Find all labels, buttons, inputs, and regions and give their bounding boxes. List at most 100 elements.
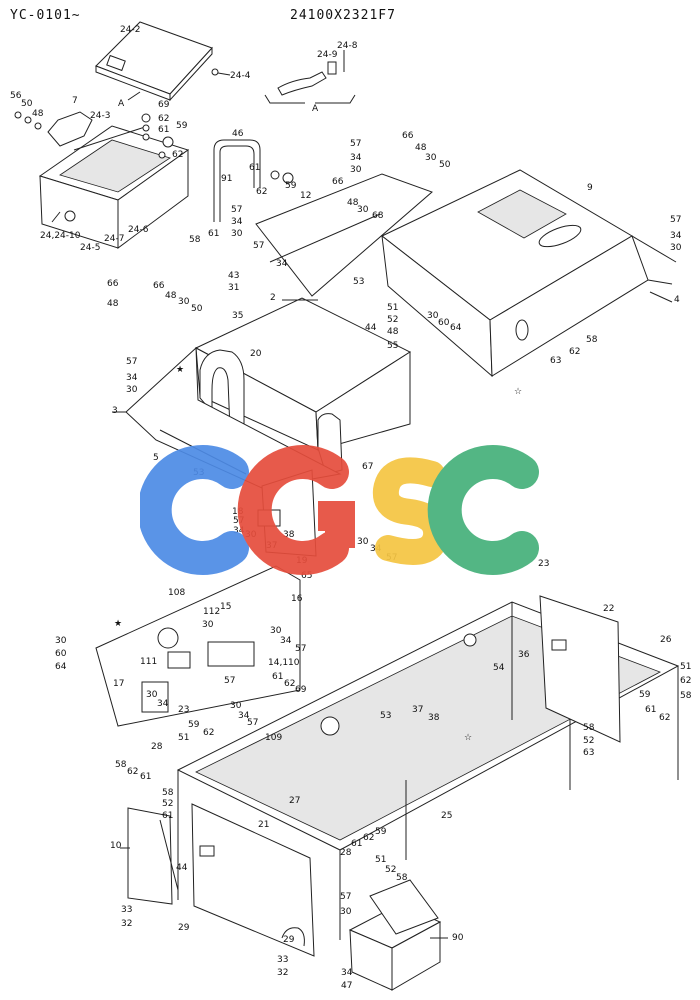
part-callout: 66 <box>107 279 119 289</box>
part-callout: 32 <box>121 919 132 929</box>
part-callout: 34 <box>276 259 288 269</box>
part-callout: 22 <box>603 604 614 614</box>
part-callout: 108 <box>168 588 185 598</box>
part-callout: 24-3 <box>90 111 110 121</box>
part-callout: 14,110 <box>268 658 300 668</box>
part-callout: 61 <box>645 705 656 715</box>
part-callout: 67 <box>362 462 373 472</box>
part-callout: 50 <box>21 99 33 109</box>
part-callout: 60 <box>55 649 67 659</box>
part-callout: 52 <box>162 799 173 809</box>
part-callout: 30 <box>178 297 190 307</box>
part-callout: 28 <box>340 848 352 858</box>
part-callout: 24-5 <box>80 243 100 253</box>
part-callout: A <box>312 104 319 114</box>
leader-lines <box>112 291 673 939</box>
part-callout: 23 <box>538 559 549 569</box>
part-callout: 30 <box>146 690 158 700</box>
part-callout: 109 <box>265 733 282 743</box>
part-callout: A <box>118 99 125 109</box>
star-marker-filled: ★ <box>114 619 122 629</box>
part-callout: 52 <box>583 736 594 746</box>
part-callout: 60 <box>438 318 450 328</box>
part-callout: 27 <box>289 796 300 806</box>
part-callout: 61 <box>351 839 362 849</box>
part-callout: 57 <box>231 205 242 215</box>
part-callout: 34 <box>233 526 245 536</box>
part-callout: 24-9 <box>317 50 338 60</box>
part-callout: 52 <box>385 865 396 875</box>
part-callout: 58 <box>189 235 201 245</box>
part-callout: 63 <box>583 748 594 758</box>
part-callout: 65 <box>301 571 312 581</box>
part-callout: 12 <box>300 191 311 201</box>
part-callout: 46 <box>232 129 244 139</box>
part-callout: 57 <box>247 718 258 728</box>
part-callout: 111 <box>140 657 157 667</box>
part-callout: 48 <box>347 198 359 208</box>
part-callout: 34 <box>157 699 169 709</box>
part-callout: 64 <box>450 323 462 333</box>
part-callout: 61 <box>158 125 169 135</box>
part-callout: 62 <box>158 114 169 124</box>
part-callout: 58 <box>396 873 408 883</box>
part-callout: 34 <box>238 711 250 721</box>
part-callout: 30 <box>340 907 352 917</box>
watermark-letter-shape <box>427 445 539 575</box>
part-callout: 91 <box>221 174 232 184</box>
part-callout: 47 <box>341 981 352 991</box>
part-callout: 24-4 <box>230 71 251 81</box>
part-callout: 30 <box>270 626 282 636</box>
seat-box-cover-35 <box>194 297 412 475</box>
part-callout: 30 <box>230 701 242 711</box>
part-callout: 90 <box>452 933 464 943</box>
cover-7 <box>47 111 93 147</box>
part-callout: 58 <box>162 788 174 798</box>
part-callout: 61 <box>140 772 151 782</box>
part-callout: 31 <box>228 283 239 293</box>
top-cover-9 <box>381 169 677 378</box>
part-number-label: 24100X2321F7 <box>290 8 396 23</box>
watermark-letter-shape <box>372 457 450 565</box>
part-callout: 52 <box>387 315 398 325</box>
part-callout: 62 <box>203 728 214 738</box>
part-callout: 48 <box>107 299 119 309</box>
part-callout: 48 <box>165 291 177 301</box>
part-callout: 57 <box>224 676 235 686</box>
part-callout: 44 <box>365 323 377 333</box>
part-callout: 30 <box>126 385 138 395</box>
part-callout: 36 <box>518 650 530 660</box>
part-callout: 112 <box>203 607 220 617</box>
part-callout: 62 <box>172 150 183 160</box>
part-callout: 59 <box>375 827 387 837</box>
part-callout: 30 <box>231 229 243 239</box>
part-callout: 58 <box>680 691 692 701</box>
part-callout: 57 <box>670 215 681 225</box>
part-callout: 4 <box>674 295 680 305</box>
part-callout: 38 <box>283 530 295 540</box>
part-callout: 30 <box>670 243 682 253</box>
part-callout: 66 <box>402 131 414 141</box>
part-callout: 61 <box>162 811 173 821</box>
part-callout: 32 <box>277 968 288 978</box>
part-callout: 58 <box>583 723 595 733</box>
side-panel-108 <box>95 565 301 727</box>
part-callout: 24-6 <box>128 225 149 235</box>
model-code-label: YC-0101~ <box>10 8 81 23</box>
part-callout: 59 <box>188 720 200 730</box>
lid-panel <box>95 21 213 102</box>
housing-fasteners <box>14 111 174 159</box>
part-callout: 57 <box>253 241 264 251</box>
part-callout: 62 <box>127 767 138 777</box>
part-callout: 61 <box>208 229 219 239</box>
part-callout: 48 <box>387 327 399 337</box>
part-callout: 17 <box>113 679 124 689</box>
part-callout: 51 <box>387 303 398 313</box>
star-marker-outline: ☆ <box>464 733 472 743</box>
part-callout: 30 <box>55 636 67 646</box>
star-marker-filled: ★ <box>176 365 184 375</box>
part-callout: 34 <box>231 217 243 227</box>
part-callout: 30 <box>350 165 362 175</box>
part-callout: 29 <box>283 935 295 945</box>
part-callout: 62 <box>256 187 267 197</box>
